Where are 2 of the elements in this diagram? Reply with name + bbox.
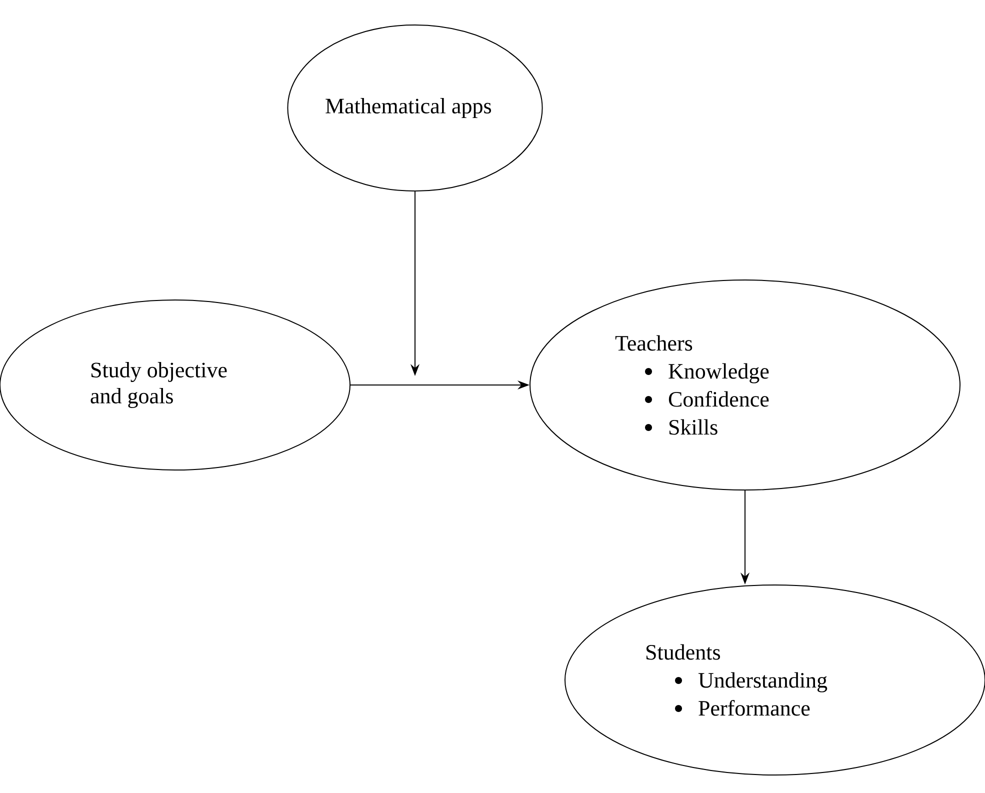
ellipse-node: Teachers Knowledge Confidence Skills [530, 280, 960, 490]
ellipse-node: Mathematical apps [287, 24, 543, 192]
